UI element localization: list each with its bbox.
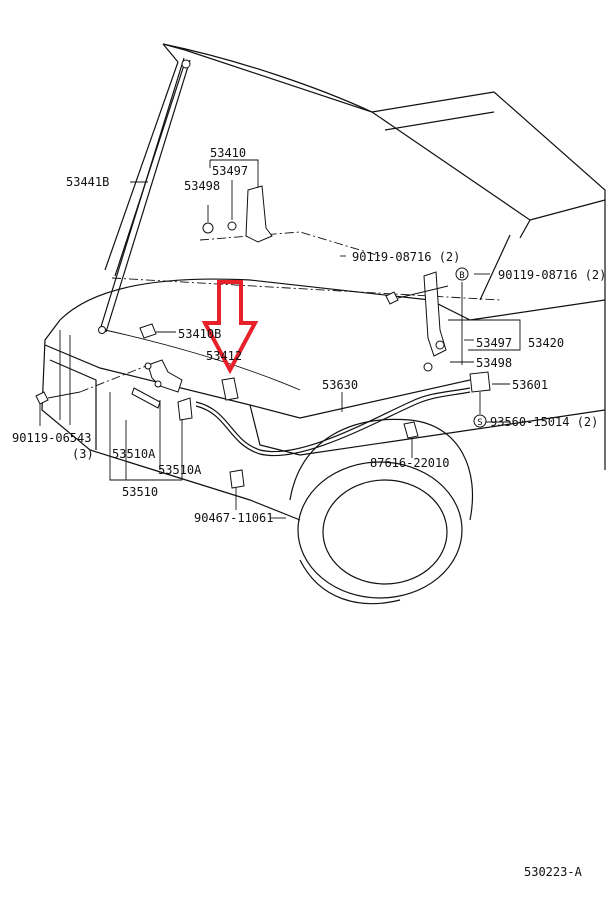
label-53441B: 53441B	[66, 175, 109, 189]
hood-lock-assembly	[109, 359, 193, 481]
svg-text:B: B	[459, 271, 464, 281]
label-53510A-1: 53510A	[112, 447, 156, 461]
label-53410: 53410	[210, 146, 246, 160]
label-93560-15014: 93560-15014 (2)	[490, 415, 598, 429]
label-53601: 53601	[512, 378, 548, 392]
label-90119-08716-a: 90119-08716 (2)	[352, 250, 460, 264]
label-87616-22010: 87616-22010	[370, 456, 449, 470]
release-cable	[195, 377, 471, 510]
label-53498-top: 53498	[184, 179, 220, 193]
label-53410B: 53410B	[178, 327, 221, 341]
hood-hinge-left	[202, 159, 273, 243]
badge-b-icon: B	[455, 267, 469, 281]
label-90119-08716-b: 90119-08716 (2)	[498, 268, 606, 282]
label-53420: 53420	[528, 336, 564, 350]
label-53498-right: 53498	[476, 356, 512, 370]
label-53510: 53510	[122, 485, 158, 499]
badge-s-icon: S	[473, 414, 487, 428]
hood-cushion	[139, 323, 176, 339]
bolt-left	[35, 365, 147, 426]
highlight-down-arrow	[201, 280, 259, 375]
label-90119-06543-qty: (3)	[72, 447, 94, 461]
svg-text:S: S	[477, 418, 482, 428]
figure-code: 530223-A	[524, 865, 583, 879]
label-90467-11061: 90467-11061	[194, 511, 273, 525]
windshield-frame	[371, 91, 606, 470]
front-wheel	[289, 418, 474, 605]
leader-lines	[130, 181, 510, 519]
label-53510A-2: 53510A	[158, 463, 202, 477]
label-90119-06543: 90119-06543	[12, 431, 91, 445]
release-lever	[403, 371, 510, 458]
label-53497-top: 53497	[212, 164, 248, 178]
hood-support-rod	[98, 57, 191, 334]
part-labels: 53441B 53410 53497 53498 90119-08716 (2)…	[12, 146, 606, 525]
label-53497-right: 53497	[476, 336, 512, 350]
label-53412: 53412	[206, 349, 242, 363]
hood-hinge-right	[385, 271, 521, 372]
hood-panel	[104, 43, 531, 301]
label-53630: 53630	[322, 378, 358, 392]
vehicle-body	[41, 278, 471, 521]
